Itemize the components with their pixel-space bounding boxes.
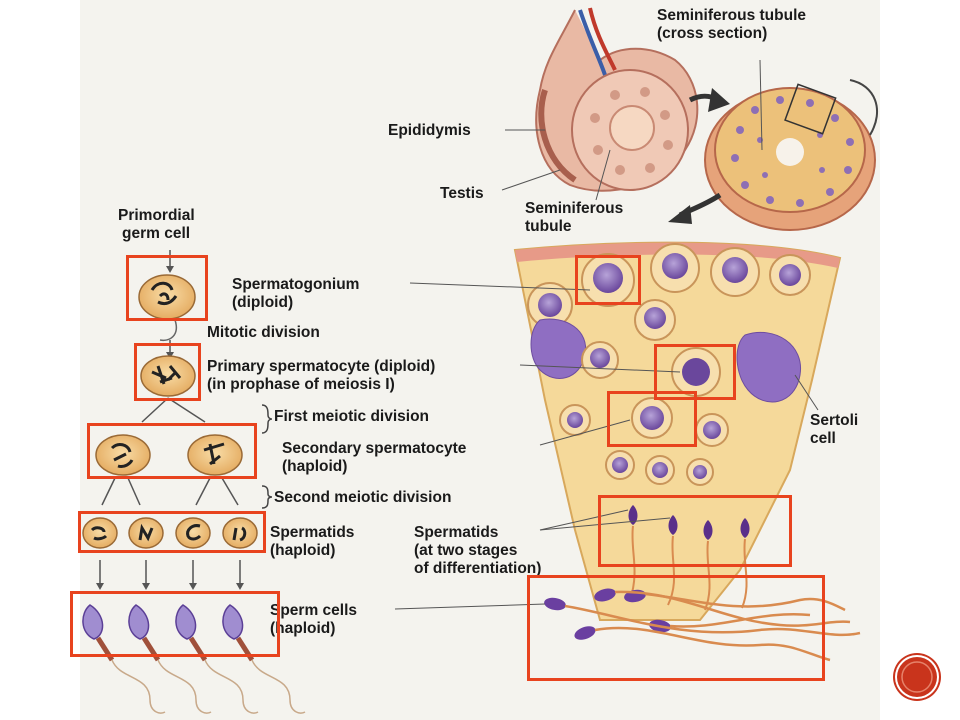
- highlight-secondary-left: [87, 423, 257, 479]
- label-secondary-line2: (haploid): [282, 458, 348, 475]
- label-testis: Testis: [440, 185, 484, 202]
- tubule-wedge: [394, 59, 861, 662]
- label-spermatids-line1: Spermatids: [270, 524, 355, 541]
- label-sertoli-line1: Sertoli: [810, 412, 859, 429]
- label-spermatids-line2: (haploid): [270, 542, 336, 559]
- label-primary-line2: (in prophase of meiosis I): [207, 376, 395, 393]
- label-sertoli-line2: cell: [810, 430, 836, 447]
- highlight-secondary-right: [607, 391, 697, 447]
- label-spermatids-stages-line3: of differentiation): [414, 560, 542, 577]
- nav-ring-icon: [901, 661, 933, 693]
- label-primordial-line2: germ cell: [122, 225, 191, 242]
- label-secondary-line1: Secondary spermatocyte: [282, 440, 467, 457]
- label-mitotic-division: Mitotic division: [207, 324, 320, 341]
- highlight-spermatids-left: [78, 511, 266, 553]
- left-flow: [82, 250, 306, 714]
- label-first-meiotic: First meiotic division: [274, 408, 430, 425]
- label-second-meiotic: Second meiotic division: [274, 489, 452, 506]
- label-epididymis: Epididymis: [388, 122, 471, 139]
- label-spermatogonium-line2: (diploid): [232, 294, 294, 311]
- label-spermatogonium-line1: Spermatogonium: [232, 276, 360, 293]
- highlight-spermatids-right: [598, 495, 792, 567]
- label-seminiferous-line1: Seminiferous: [525, 200, 624, 217]
- label-primary-line1: Primary spermatocyte (diploid): [207, 358, 436, 375]
- label-seminiferous-cross-line1: Seminiferous tubule: [657, 7, 806, 24]
- highlight-sperm-right: [527, 575, 825, 681]
- highlight-spermatogonium-left: [126, 255, 208, 321]
- testis-illustration: [535, 7, 699, 192]
- tubule-cross-section: [704, 79, 879, 231]
- label-seminiferous-line2: tubule: [525, 218, 572, 235]
- label-spermatids-stages-line2: (at two stages: [414, 542, 518, 559]
- highlight-spermatogonium-right: [575, 255, 641, 305]
- label-primordial-line1: Primordial: [118, 207, 195, 224]
- label-sperm-line2: (haploid): [270, 620, 336, 637]
- label-spermatids-stages-line1: Spermatids: [414, 524, 499, 541]
- label-sperm-line1: Sperm cells: [270, 602, 358, 619]
- circle-nav-button-icon[interactable]: [897, 657, 937, 697]
- highlight-primary-left: [134, 343, 201, 401]
- highlight-sperm-left: [70, 591, 280, 657]
- label-seminiferous-cross-line2: (cross section): [657, 25, 768, 42]
